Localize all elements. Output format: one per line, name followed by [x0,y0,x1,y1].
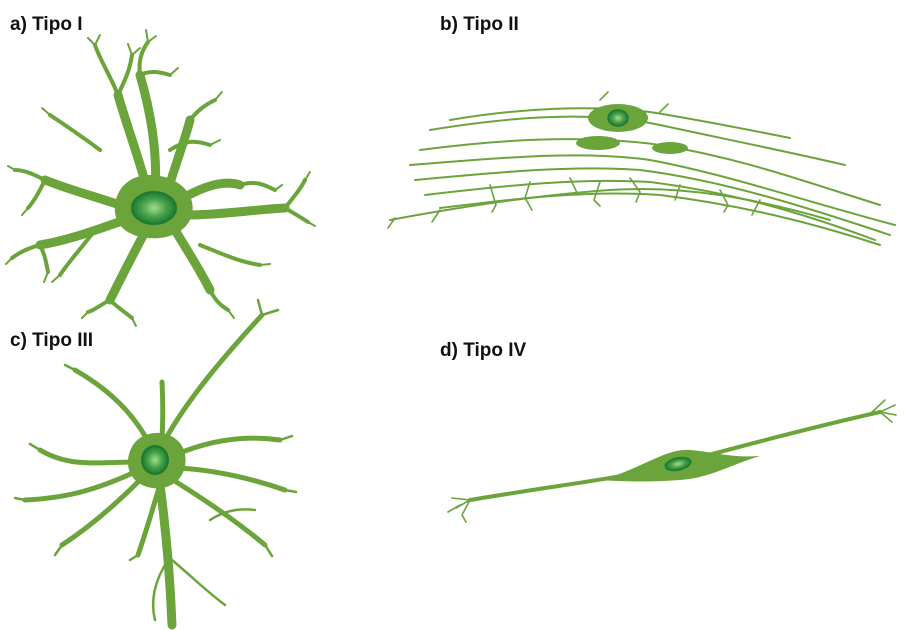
neuron-type-3-nucleus [142,446,168,474]
neuron-type-1-nucleus [132,192,176,224]
neuron-type-2-soma-tertiary [652,142,688,154]
neuron-type-2-soma-secondary [576,136,620,150]
neuron-type-2-nucleus [608,110,628,126]
